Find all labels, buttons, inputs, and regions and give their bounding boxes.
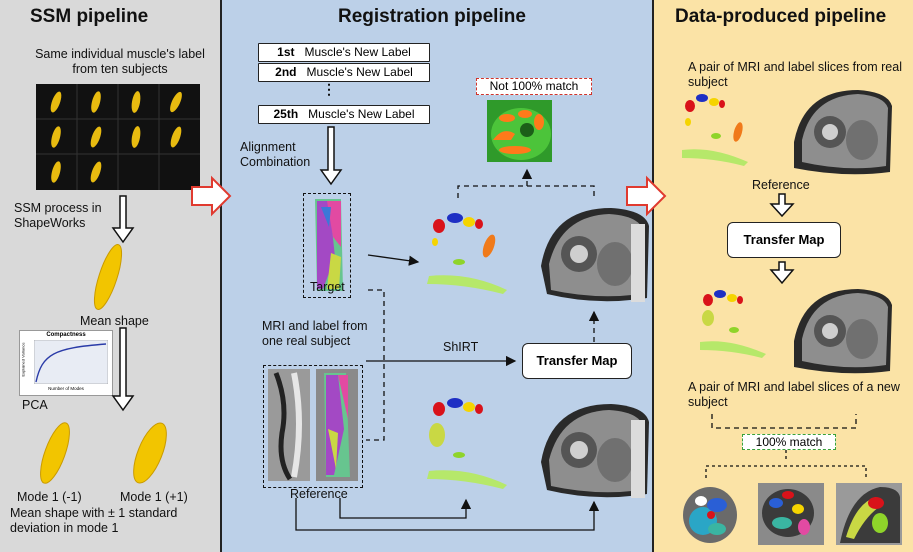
label-ellipsis: ⋮ xyxy=(322,81,336,97)
target-mri-slice xyxy=(535,204,650,304)
plot-xlabel: Number of Modes xyxy=(48,386,84,391)
overlay-result-3 xyxy=(836,483,902,545)
data-reference-label: Reference xyxy=(752,178,810,192)
mri-label-source-caption: MRI and label from one real subject xyxy=(262,319,368,348)
reference-mri-strip xyxy=(268,369,310,481)
reference-label-slice xyxy=(427,398,507,489)
registration-title: Registration pipeline xyxy=(338,6,526,27)
reference-label: Reference xyxy=(290,487,348,501)
pair-new-caption: A pair of MRI and label slices of a new … xyxy=(688,380,900,409)
ssm-caption-top: Same individual muscle's label from ten … xyxy=(35,47,205,76)
ssm-caption-bottom: Mean shape with ± 1 standard deviation i… xyxy=(10,506,178,535)
ssm-title: SSM pipeline xyxy=(30,6,149,27)
reference-mri-slice xyxy=(535,400,650,500)
muscle-thumbnails xyxy=(36,84,200,190)
target-leg-volume xyxy=(315,199,343,291)
not-match-badge: Not 100% match xyxy=(476,78,592,95)
target-label-slice xyxy=(427,213,507,294)
pair-real-caption: A pair of MRI and label slices from real… xyxy=(688,60,902,89)
real-mri-slice xyxy=(790,86,895,178)
compactness-curve xyxy=(34,340,108,384)
mode-minus-shape xyxy=(40,422,70,484)
pca-label: PCA xyxy=(22,398,48,412)
target-box xyxy=(303,193,351,298)
shirt-label: ShIRT xyxy=(443,340,479,354)
overlay-result-1 xyxy=(683,487,737,543)
ssm-process-label: SSM process in ShapeWorks xyxy=(14,201,102,230)
data-transfer-map-box: Transfer Map xyxy=(727,222,841,258)
new-mri-slice xyxy=(790,285,895,377)
mode-plus-label: Mode 1 (+1) xyxy=(120,490,188,504)
mean-shape-muscle xyxy=(93,244,123,310)
alignment-combination-label: Alignment Combination xyxy=(240,140,311,169)
plot-title: Compactness xyxy=(46,332,86,338)
mode-minus-label: Mode 1 (-1) xyxy=(17,490,82,504)
plot-ylabel: Explained Variance xyxy=(20,342,26,377)
muscle-label-grid xyxy=(36,84,200,190)
mismatch-overlay-image xyxy=(487,100,552,162)
real-label-slice xyxy=(682,94,748,166)
transfer-map-box: Transfer Map xyxy=(522,343,632,379)
compactness-plot: Compactness Explained Variance Number of… xyxy=(19,330,113,396)
overlay-result-2 xyxy=(758,483,824,545)
reference-label-strip xyxy=(316,369,358,481)
data-produced-title: Data-produced pipeline xyxy=(675,6,887,27)
mean-shape-label: Mean shape xyxy=(80,314,149,328)
new-label-slice xyxy=(700,290,766,358)
target-label: Target xyxy=(310,280,345,294)
full-match-badge: 100% match xyxy=(742,434,836,450)
reference-box xyxy=(263,365,363,488)
mode-plus-shape xyxy=(133,422,167,484)
